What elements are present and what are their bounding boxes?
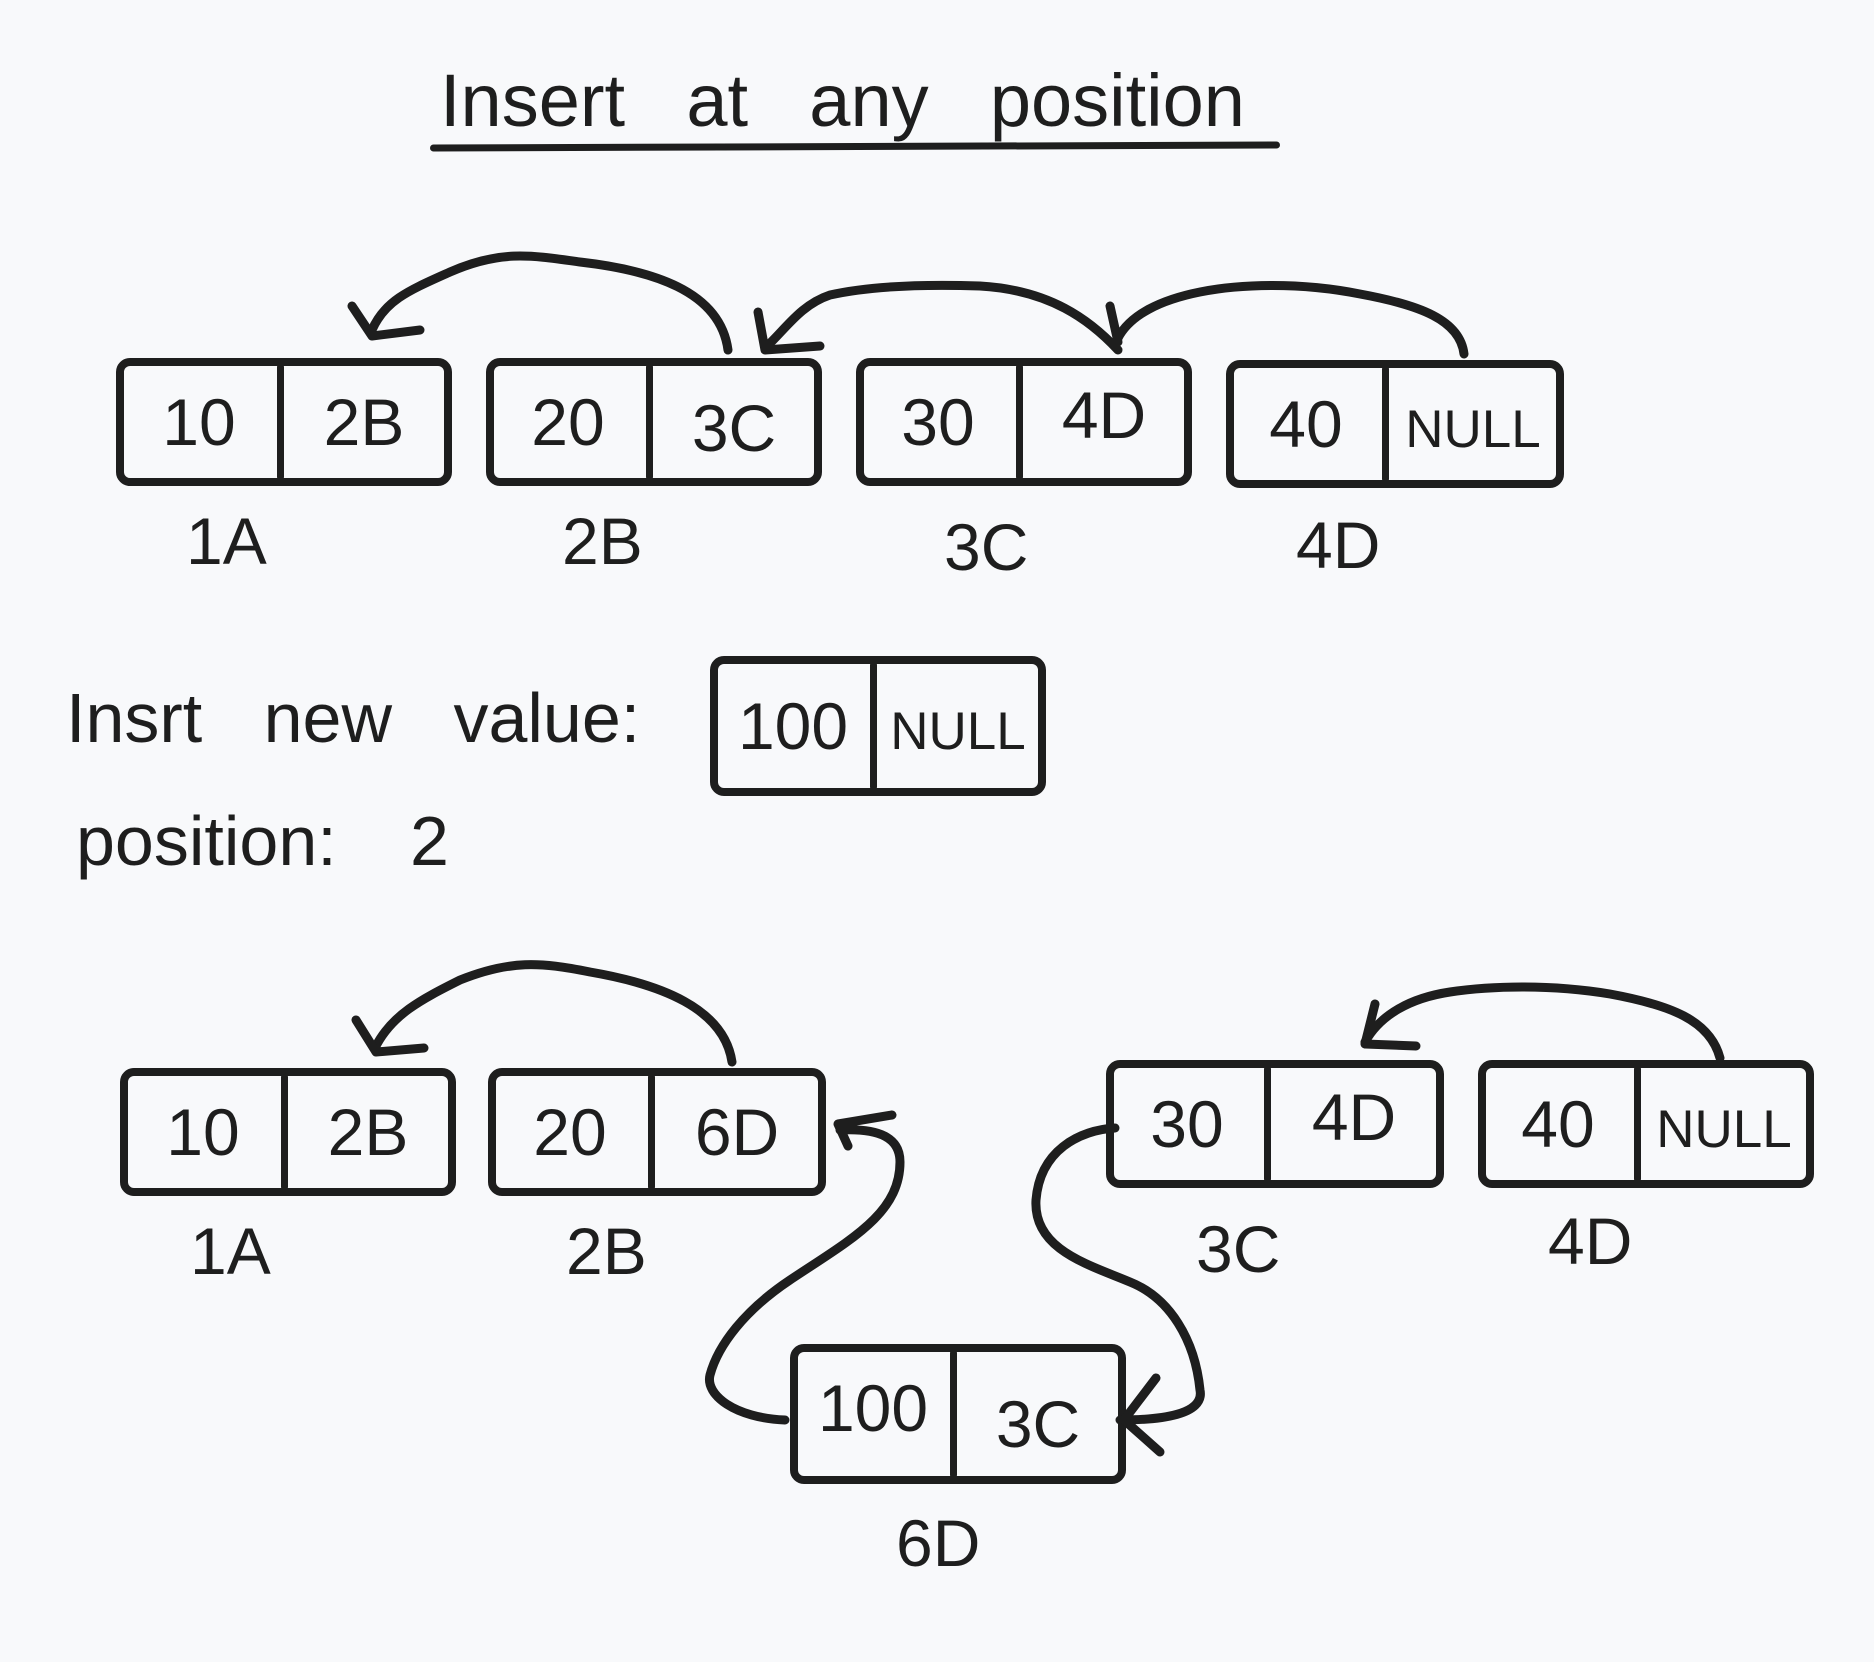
node-data: 10 bbox=[166, 1095, 240, 1169]
node-address: 3C bbox=[1196, 1212, 1281, 1286]
arrowhead bbox=[1105, 301, 1123, 347]
node-data: 10 bbox=[162, 385, 236, 459]
node-data: 30 bbox=[901, 385, 975, 459]
node-divider bbox=[277, 364, 284, 480]
list-node-2b: 20 3C bbox=[486, 358, 822, 486]
node-address: 1A bbox=[190, 1214, 271, 1288]
node-address: 2B bbox=[562, 504, 643, 578]
node-next-pointer: NULL bbox=[1656, 1099, 1792, 1159]
node-data: 30 bbox=[1150, 1087, 1224, 1161]
node-next-pointer: 2B bbox=[327, 1095, 409, 1169]
inserted-node-6d: 100 3C bbox=[790, 1344, 1126, 1484]
list-node-3c: 30 4D bbox=[856, 358, 1192, 486]
node-divider bbox=[1016, 364, 1023, 480]
node-divider bbox=[281, 1074, 288, 1190]
arrow-3c-to-2b bbox=[760, 280, 1123, 355]
arrow-2b-to-1a bbox=[367, 251, 733, 355]
list-node-4d: 40 NULL bbox=[1478, 1060, 1814, 1188]
node-data: 40 bbox=[1269, 387, 1343, 461]
node-next-pointer: 6D bbox=[694, 1095, 780, 1169]
list-node-2b: 20 6D bbox=[488, 1068, 826, 1196]
arrowhead bbox=[833, 1110, 897, 1151]
node-address: 4D bbox=[1296, 508, 1381, 582]
node-data: 100 bbox=[737, 689, 849, 763]
new-node: 100 NULL bbox=[710, 656, 1046, 796]
node-data: 20 bbox=[533, 1095, 607, 1169]
node-address: 3C bbox=[944, 510, 1029, 584]
node-divider bbox=[870, 662, 877, 790]
node-data: 20 bbox=[531, 385, 605, 459]
insert-value-label: Insrt new value: bbox=[66, 679, 641, 757]
node-divider bbox=[950, 1350, 957, 1478]
node-next-pointer: 3C bbox=[691, 391, 777, 465]
arrow-2b-to-1a bbox=[371, 960, 737, 1067]
list-node-1a: 10 2B bbox=[120, 1068, 456, 1196]
node-next-pointer: NULL bbox=[1405, 399, 1541, 459]
node-data: 100 bbox=[817, 1371, 929, 1445]
arrow-4d-to-3c bbox=[1360, 982, 1725, 1063]
list-node-4d: 40 NULL bbox=[1226, 360, 1564, 488]
node-next-pointer: 2B bbox=[323, 385, 405, 459]
list-node-3c: 30 4D bbox=[1106, 1060, 1444, 1188]
node-data: 40 bbox=[1521, 1087, 1595, 1161]
node-divider bbox=[646, 364, 653, 480]
node-address: 4D bbox=[1548, 1204, 1633, 1278]
position-label: position: bbox=[76, 802, 337, 880]
list-node-1a: 10 2B bbox=[116, 358, 452, 486]
arrowhead bbox=[347, 301, 425, 341]
title-underline bbox=[429, 141, 1281, 152]
node-address: 2B bbox=[566, 1214, 647, 1288]
node-address: 6D bbox=[896, 1506, 981, 1580]
node-next-pointer: 3C bbox=[995, 1387, 1081, 1461]
arrowhead bbox=[1360, 999, 1421, 1051]
node-divider bbox=[648, 1074, 655, 1190]
node-next-pointer: 4D bbox=[1061, 378, 1147, 452]
arrow-4d-to-3c bbox=[1113, 281, 1469, 359]
node-next-pointer: NULL bbox=[890, 701, 1026, 761]
position-value: 2 bbox=[410, 802, 449, 880]
arrowhead bbox=[753, 307, 825, 355]
node-address: 1A bbox=[186, 504, 267, 578]
node-next-pointer: 4D bbox=[1311, 1080, 1397, 1154]
diagram-title: Insert at any position bbox=[440, 59, 1245, 142]
node-divider bbox=[1382, 366, 1389, 482]
arrowhead bbox=[351, 1015, 429, 1057]
arrowhead bbox=[1119, 1373, 1165, 1457]
node-divider bbox=[1634, 1066, 1641, 1182]
node-divider bbox=[1264, 1066, 1271, 1182]
